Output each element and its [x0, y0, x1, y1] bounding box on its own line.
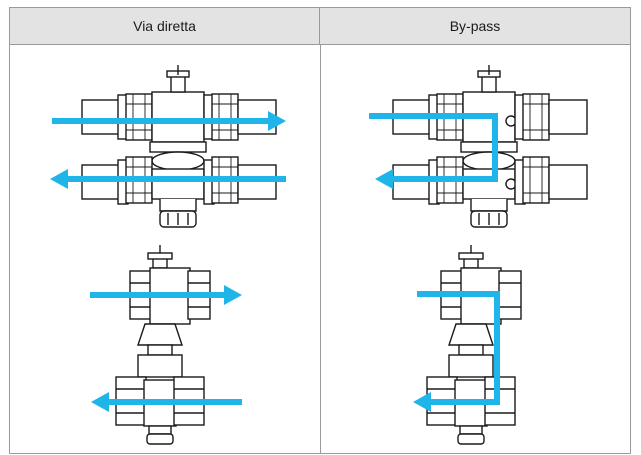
- flow-arrow-upper-left: [50, 169, 286, 189]
- bypass-arrow-upper: [369, 113, 498, 189]
- valve-assembly-upper-right: [392, 65, 588, 228]
- cell-direct-flow: [10, 45, 320, 453]
- bypass-arrow-lower: [413, 291, 500, 412]
- cell-bypass-flow: [321, 45, 631, 453]
- valve-assembly-lower-left: [115, 245, 211, 445]
- flow-arrow-upper-right: [52, 111, 286, 131]
- valve-assembly-lower-right: [426, 245, 522, 445]
- flow-arrow-lower-left: [91, 392, 242, 412]
- valve-assembly-upper-left: [81, 65, 277, 228]
- comparison-table: Via diretta By-pass: [9, 7, 631, 454]
- column-header-bypass: By-pass: [320, 8, 630, 45]
- column-header-direct: Via diretta: [10, 8, 320, 45]
- column-divider: [320, 45, 321, 453]
- flow-arrow-lower-right: [90, 285, 242, 305]
